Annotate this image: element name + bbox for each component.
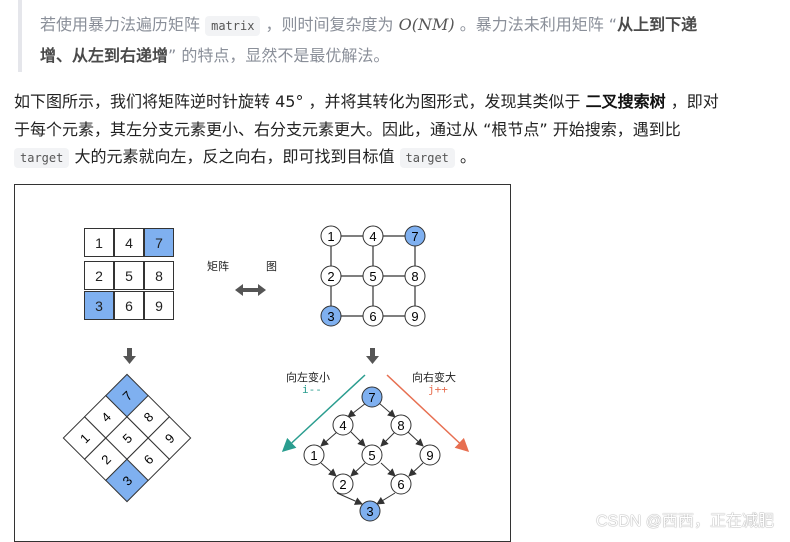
para-text: 如下图所示，我们将矩阵逆时针旋转 45° ，并将其转化为图形式，发现其类似于 — [14, 92, 586, 111]
inline-code-target: target — [399, 148, 455, 168]
paragraph-line-1: 如下图所示，我们将矩阵逆时针旋转 45° ，并将其转化为图形式，发现其类似于 二… — [14, 88, 719, 112]
quote-text: 若使用暴力法遍历矩阵 — [40, 15, 206, 34]
figure-drawing: 1 4 7 2 5 8 3 6 9 147 — [62, 225, 470, 522]
matrix-cell: 2 — [84, 261, 114, 290]
para-text: 大的元素就向左，反之向右，即可找到目标值 — [69, 147, 400, 166]
paragraph-line-2: 于每个元素，其左分支元素更小、右分支元素更大。因此，通过从 “根节点” 开始搜索… — [14, 120, 681, 139]
matrix-cell-highlight: 7 — [144, 228, 174, 257]
quote-line-2: 增、从左到右递增” 的特点，显然不是最优解法。 — [40, 42, 389, 66]
label-right-larger: 向右变大 — [412, 371, 456, 384]
svg-text:4: 4 — [339, 418, 346, 433]
rotated-matrix: 147 258 369 — [62, 373, 192, 503]
para-text: 。 — [454, 147, 476, 166]
paragraph-line-3: target 大的元素就向左，反之向右，即可找到目标值 target 。 — [14, 143, 476, 168]
svg-text:5: 5 — [368, 448, 375, 463]
svg-text:9: 9 — [426, 448, 433, 463]
inline-code-target: target — [14, 148, 70, 168]
matrix-cell: 1 — [84, 228, 114, 257]
double-arrow-icon — [235, 284, 266, 296]
down-arrow-icon — [123, 348, 379, 364]
svg-text:3: 3 — [327, 309, 334, 324]
matrix-cell: 9 — [144, 291, 174, 320]
svg-text:1: 1 — [327, 229, 334, 244]
bst-term: 二叉搜索树 — [585, 92, 666, 111]
para-text: ，即对 — [665, 92, 719, 111]
label-matrix: 矩阵 — [207, 260, 229, 273]
right-direction-arrow — [386, 374, 470, 453]
quote-bold: 从上到下递 — [617, 15, 698, 34]
label-graph: 图 — [266, 260, 277, 273]
left-direction-arrow — [281, 374, 366, 453]
matrix-cell: 4 — [114, 228, 144, 257]
label-right-code: j++ — [428, 383, 448, 396]
bst-edges — [320, 402, 424, 505]
svg-text:3: 3 — [366, 504, 373, 519]
svg-text:6: 6 — [397, 477, 404, 492]
svg-text:1: 1 — [310, 448, 317, 463]
matrix-to-bst-figure: 1 4 7 2 5 8 3 6 9 矩阵 图 向左变小 i-- 向右变大 j++ — [14, 184, 511, 542]
bst-nodes: 7 4 8 1 5 9 2 6 3 — [303, 386, 441, 522]
quote-text: ，则时间复杂度为 — [260, 15, 399, 34]
complexity-formula: O(NM) — [398, 15, 455, 34]
quote-bold: 增、从左到右递增 — [40, 46, 169, 65]
svg-text:8: 8 — [397, 418, 404, 433]
svg-text:7: 7 — [411, 229, 418, 244]
matrix-cell-highlight: 3 — [84, 291, 114, 320]
svg-text:9: 9 — [411, 309, 418, 324]
label-left-smaller: 向左变小 — [286, 371, 330, 384]
blockquote: 若使用暴力法遍历矩阵 matrix ，则时间复杂度为 O(NM) 。暴力法未利用… — [18, 0, 790, 72]
label-left-code: i-- — [302, 383, 322, 396]
quote-text: ” 的特点，显然不是最优解法。 — [168, 46, 390, 65]
quote-line-1: 若使用暴力法遍历矩阵 matrix ，则时间复杂度为 O(NM) 。暴力法未利用… — [40, 11, 698, 36]
svg-text:6: 6 — [369, 309, 376, 324]
svg-text:2: 2 — [327, 269, 334, 284]
svg-text:8: 8 — [411, 269, 418, 284]
quote-text: 。暴力法未利用矩阵 “ — [454, 15, 618, 34]
inline-code-matrix: matrix — [205, 16, 261, 36]
matrix-cell: 5 — [114, 261, 144, 290]
svg-text:4: 4 — [369, 229, 376, 244]
svg-text:5: 5 — [369, 269, 376, 284]
matrix-cell: 8 — [144, 261, 174, 290]
csdn-watermark: CSDN @西西，正在减肥 — [595, 513, 774, 530]
svg-text:2: 2 — [339, 477, 346, 492]
grid-graph-nodes: 1 4 7 2 5 8 3 6 9 — [320, 225, 426, 327]
matrix-cell: 6 — [114, 291, 144, 320]
svg-text:7: 7 — [368, 390, 375, 405]
